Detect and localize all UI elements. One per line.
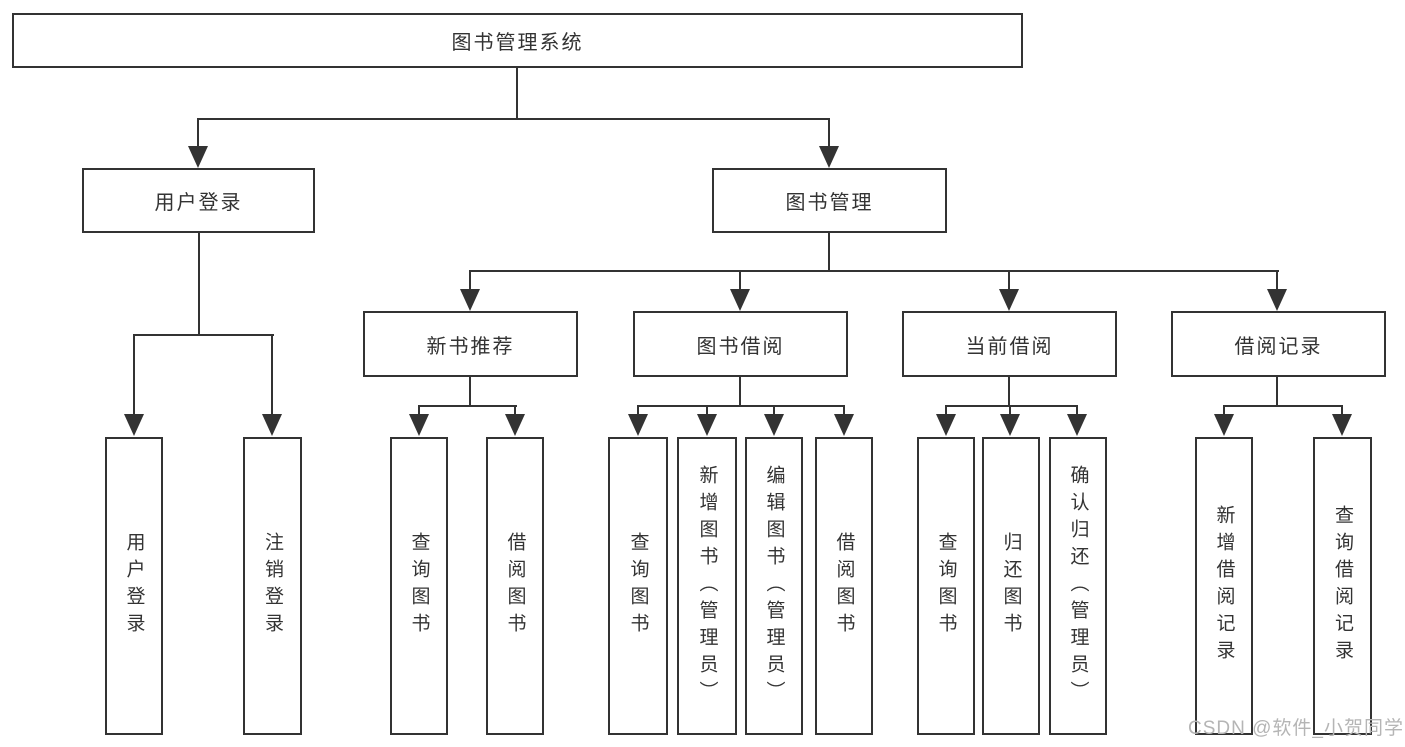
- connector-line: [198, 233, 200, 336]
- node-user-login: 用户登录: [82, 168, 315, 233]
- connector-line: [418, 405, 517, 407]
- node-label: 图书管理: [785, 192, 874, 214]
- arrow-down-icon: [730, 289, 750, 311]
- connector-line: [828, 120, 830, 148]
- node-label: 新增图书（管理员）: [696, 464, 718, 708]
- arrow-down-icon: [1332, 414, 1352, 436]
- node-current-borrowing: 当前借阅: [902, 311, 1117, 377]
- arrow-down-icon: [460, 289, 480, 311]
- arrow-down-icon: [409, 414, 429, 436]
- connector-line: [945, 405, 1078, 407]
- connector-line: [1223, 405, 1343, 407]
- node-leaf-add-borrow-record: 新增借阅记录: [1195, 437, 1253, 735]
- connector-line: [1008, 377, 1010, 405]
- connector-line: [516, 68, 518, 120]
- arrow-down-icon: [764, 414, 784, 436]
- connector-line: [1276, 377, 1278, 405]
- connector-line: [1276, 272, 1278, 291]
- arrow-down-icon: [936, 414, 956, 436]
- connector-line: [1341, 407, 1343, 416]
- connector-line: [637, 405, 845, 407]
- node-label: 查询图书: [408, 532, 430, 640]
- node-label: 当前借阅: [965, 335, 1054, 358]
- node-library-system: 图书管理系统: [12, 13, 1023, 68]
- arrow-down-icon: [999, 289, 1019, 311]
- node-leaf-query-books-recommend: 查询图书: [390, 437, 448, 735]
- arrow-down-icon: [834, 414, 854, 436]
- node-label: 用户登录: [154, 192, 243, 214]
- arrow-down-icon: [628, 414, 648, 436]
- arrow-down-icon: [697, 414, 717, 436]
- connector-line: [843, 407, 845, 416]
- arrow-down-icon: [124, 414, 144, 436]
- connector-line: [469, 272, 471, 291]
- connector-line: [469, 377, 471, 405]
- connector-line: [197, 118, 830, 120]
- arrow-down-icon: [1214, 414, 1234, 436]
- node-leaf-confirm-return-admin: 确认归还（管理员）: [1049, 437, 1107, 735]
- connector-line: [197, 120, 199, 148]
- connector-line: [271, 336, 273, 416]
- node-label: 查询借阅记录: [1332, 505, 1353, 667]
- arrow-down-icon: [1067, 414, 1087, 436]
- node-label: 查询图书: [935, 532, 957, 640]
- node-leaf-add-books-admin: 新增图书（管理员）: [677, 437, 737, 735]
- node-label: 注销登录: [262, 532, 283, 640]
- node-label: 编辑图书（管理员）: [763, 464, 785, 708]
- arrow-down-icon: [505, 414, 525, 436]
- connector-line: [1223, 407, 1225, 416]
- node-leaf-query-borrow-record: 查询借阅记录: [1313, 437, 1372, 735]
- node-label: 图书管理系统: [451, 32, 584, 54]
- node-leaf-query-books-borrowing: 查询图书: [608, 437, 668, 735]
- node-leaf-edit-books-admin: 编辑图书（管理员）: [745, 437, 803, 735]
- connector-line: [133, 334, 274, 336]
- node-leaf-user-login: 用户登录: [105, 437, 163, 735]
- node-label: 新书推荐: [426, 335, 515, 358]
- arrow-down-icon: [188, 146, 208, 168]
- connector-line: [706, 407, 708, 416]
- node-label: 借阅图书: [833, 532, 855, 640]
- node-leaf-return-books: 归还图书: [982, 437, 1040, 735]
- connector-line: [773, 407, 775, 416]
- node-label: 用户登录: [123, 532, 145, 640]
- arrow-down-icon: [1267, 289, 1287, 311]
- node-label: 确认归还（管理员）: [1067, 464, 1089, 708]
- node-label: 借阅图书: [504, 532, 526, 640]
- node-leaf-borrow-books: 借阅图书: [815, 437, 873, 735]
- connector-line: [469, 270, 1279, 272]
- connector-line: [739, 272, 741, 291]
- arrow-down-icon: [819, 146, 839, 168]
- connector-line: [1008, 272, 1010, 291]
- connector-line: [133, 336, 135, 416]
- connector-line: [945, 407, 947, 416]
- node-leaf-logout: 注销登录: [243, 437, 302, 735]
- node-label: 新增借阅记录: [1213, 505, 1235, 667]
- connector-line: [1009, 407, 1011, 416]
- connector-line: [418, 407, 420, 416]
- node-book-management: 图书管理: [712, 168, 947, 233]
- node-new-book-recommend: 新书推荐: [363, 311, 578, 377]
- node-borrowing-records: 借阅记录: [1171, 311, 1386, 377]
- connector-line: [828, 233, 830, 272]
- node-book-borrowing: 图书借阅: [633, 311, 848, 377]
- node-label: 查询图书: [627, 532, 649, 640]
- connector-line: [514, 407, 516, 416]
- node-label: 借阅记录: [1234, 335, 1323, 358]
- connector-line: [1076, 407, 1078, 416]
- arrow-down-icon: [262, 414, 282, 436]
- node-label: 图书借阅: [696, 335, 785, 358]
- connector-line: [637, 407, 639, 416]
- csdn-watermark: CSDN @软件_小贺同学: [1188, 718, 1404, 739]
- node-label: 归还图书: [1000, 532, 1022, 640]
- node-leaf-query-books-current: 查询图书: [917, 437, 975, 735]
- arrow-down-icon: [1000, 414, 1020, 436]
- connector-line: [739, 377, 741, 405]
- node-leaf-borrow-books-recommend: 借阅图书: [486, 437, 544, 735]
